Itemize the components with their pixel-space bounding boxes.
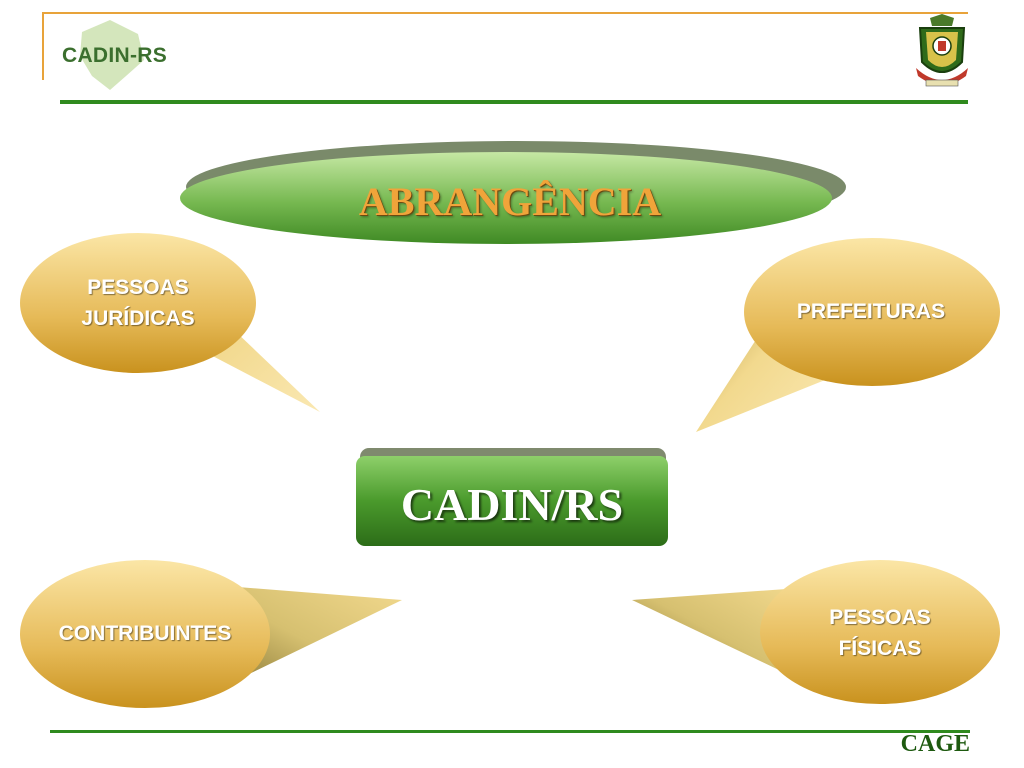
header-divider (60, 100, 968, 104)
brand-name: CADIN-RS (62, 44, 168, 67)
callout-prefeituras (696, 238, 1000, 432)
label-pessoas-juridicas: PESSOAS JURÍDICAS (40, 272, 236, 334)
label-line: PESSOAS (87, 276, 189, 299)
label-line: CONTRIBUINTES (58, 622, 232, 645)
callout-pessoas-fisicas (632, 560, 1000, 704)
label-contribuintes: CONTRIBUINTES (20, 618, 270, 649)
label-line: PESSOAS (829, 606, 931, 629)
label-line: FÍSICAS (838, 637, 922, 660)
center-label: CADIN/RS (400, 479, 624, 530)
footer-org: CAGE (900, 731, 970, 757)
label-pessoas-fisicas: PESSOAS FÍSICAS (770, 602, 990, 664)
header-frame-edge (42, 12, 44, 80)
rs-map-logo (80, 20, 144, 90)
footer-divider (50, 730, 970, 733)
center-box (356, 448, 668, 546)
title-ellipse (180, 141, 846, 244)
label-line: PREFEITURAS (796, 300, 946, 323)
callout-contribuintes (20, 560, 402, 708)
header-frame-line (42, 12, 968, 14)
diagram-title: ABRANGÊNCIA (358, 179, 662, 224)
label-line: JURÍDICAS (81, 307, 195, 330)
label-prefeituras: PREFEITURAS (756, 296, 986, 327)
callout-pessoas-juridicas (20, 233, 320, 412)
state-coat-of-arms-icon (916, 14, 968, 87)
